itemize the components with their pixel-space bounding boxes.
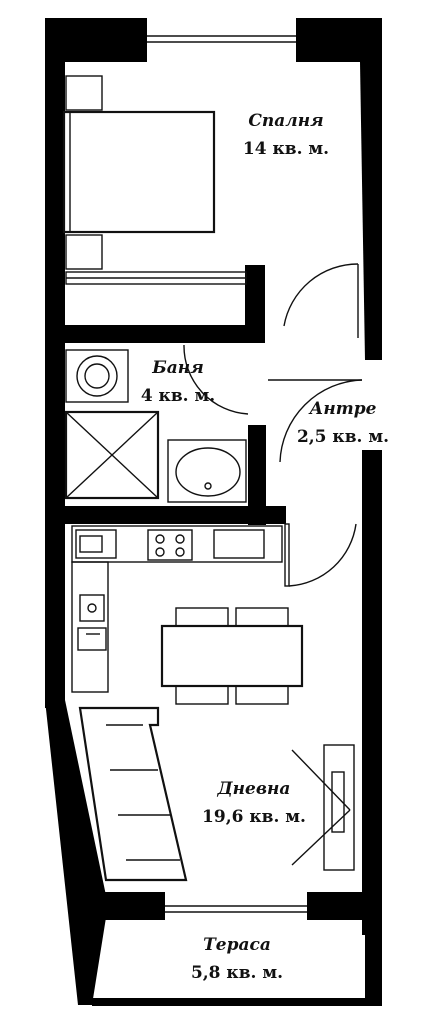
bedroom-name: Спалня [248, 111, 323, 131]
kitchen-basin [79, 594, 105, 622]
entrance-door [268, 379, 363, 463]
kitchen-sink [213, 529, 265, 559]
cooktop [147, 529, 193, 561]
bed [62, 75, 216, 270]
living-door [284, 523, 357, 587]
bedroom-window [147, 35, 296, 43]
outer-walls [45, 18, 382, 1006]
tv-unit [291, 744, 355, 871]
bedroom-door [283, 263, 359, 338]
kitchen-counter [71, 525, 283, 693]
terrace-name: Тераса [203, 935, 271, 955]
dining-table [160, 607, 304, 705]
shower [64, 410, 160, 500]
bathroom-door [183, 344, 249, 415]
interior-walls [45, 265, 286, 525]
living-name: Дневна [217, 779, 291, 799]
wardrobe [65, 271, 247, 285]
washing-machine [65, 349, 129, 403]
living-area: 19,6 кв. м. [202, 807, 306, 827]
microwave [75, 529, 117, 559]
sink [167, 439, 247, 503]
bathroom-area: 4 кв. м. [141, 386, 215, 406]
bathroom-name: Баня [151, 358, 203, 378]
terrace-area: 5,8 кв. м. [191, 963, 283, 983]
hallway-name: Антре [308, 399, 377, 419]
terrace-window [165, 905, 307, 913]
hallway-area: 2,5 кв. м. [297, 427, 389, 447]
sofa [78, 706, 188, 882]
bedroom-area: 14 кв. м. [243, 139, 329, 159]
dishwasher [77, 627, 107, 651]
